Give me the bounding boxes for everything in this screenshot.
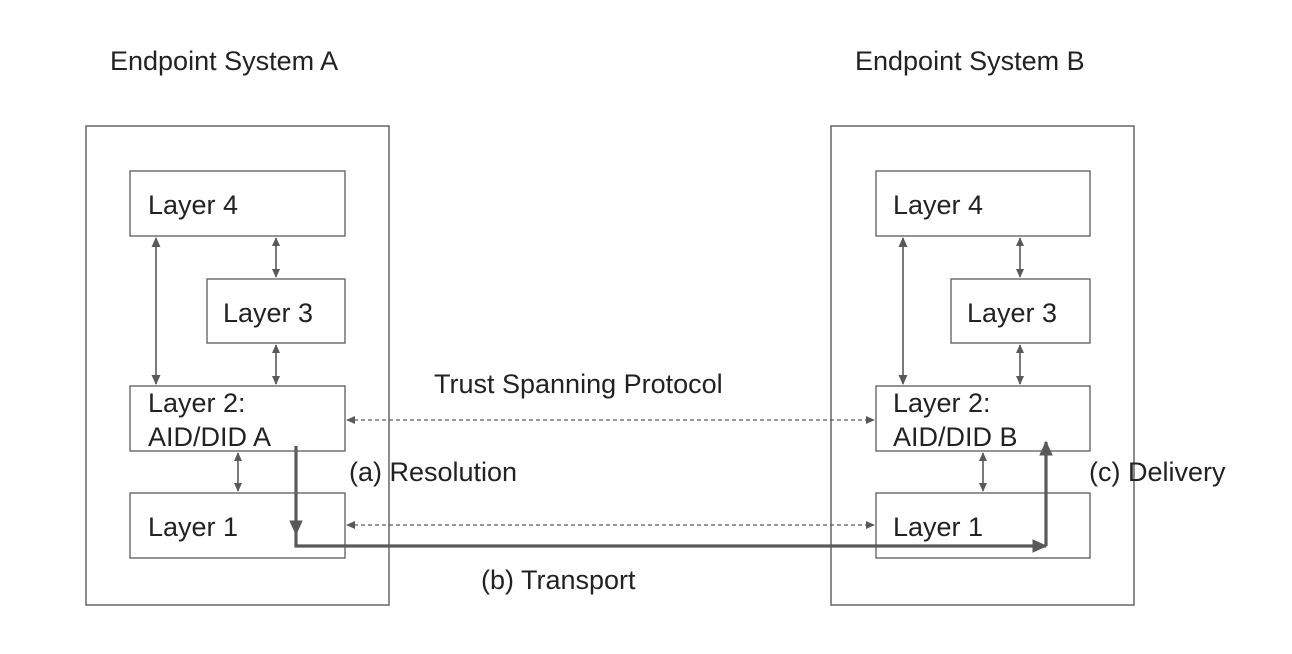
system-b-layer2-box: [875, 385, 1091, 452]
system-a-title: Endpoint System A: [110, 46, 338, 76]
system-a-layer4-label: Layer 4: [148, 190, 238, 220]
system-b-layer4-label: Layer 4: [893, 190, 983, 220]
system-b-layer3-label: Layer 3: [967, 298, 1057, 328]
system-b-title: Endpoint System B: [855, 46, 1085, 76]
endpoint-system-a: Endpoint System A Layer 4 Layer 3 Layer …: [85, 46, 390, 606]
resolution-label: (a) Resolution: [349, 457, 517, 487]
system-a-layer2-label-line2: AID/DID A: [148, 422, 271, 452]
system-b-layer1-label: Layer 1: [893, 512, 983, 542]
system-a-layer2-box: [129, 385, 346, 452]
endpoint-system-b: Endpoint System B Layer 4 Layer 3 Layer …: [830, 46, 1135, 606]
system-a-layer3-label: Layer 3: [223, 298, 313, 328]
system-b-layer4-box: [875, 170, 1091, 237]
transport-label: (b) Transport: [481, 565, 636, 595]
system-a-layer2-label-line1: Layer 2:: [148, 388, 246, 418]
system-b-layer3-box: [950, 278, 1091, 344]
system-b-layer2-label-line2: AID/DID B: [893, 422, 1018, 452]
cross-system-connections: Trust Spanning Protocol (a) Resolution (…: [289, 369, 1226, 595]
system-a-layer1-label: Layer 1: [148, 512, 238, 542]
system-a-layer3-box: [206, 278, 346, 344]
delivery-label: (c) Delivery: [1089, 457, 1226, 487]
trust-spanning-protocol-label: Trust Spanning Protocol: [434, 369, 723, 399]
transport-path-arrow: [294, 534, 1048, 553]
system-b-layer2-label-line1: Layer 2:: [893, 388, 991, 418]
system-a-layer4-box: [129, 170, 346, 237]
